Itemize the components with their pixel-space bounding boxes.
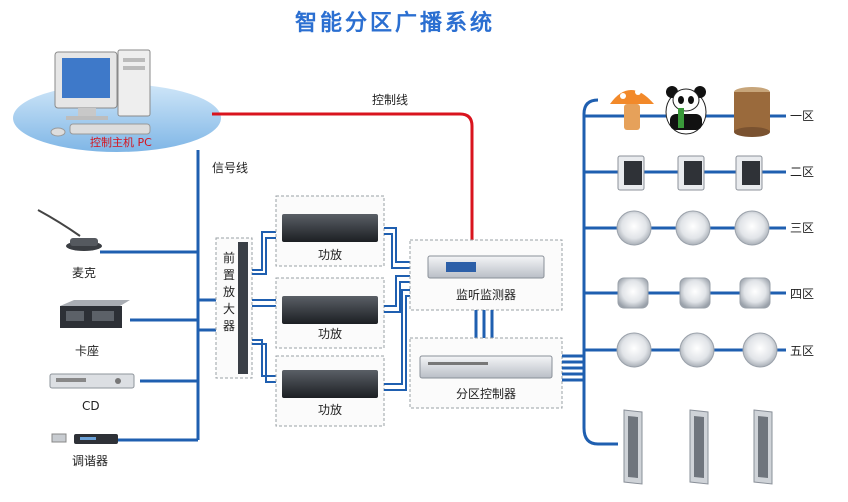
tuner-icon bbox=[51, 433, 118, 444]
zone-bus bbox=[562, 98, 786, 446]
zone-controller-label: 分区控制器 bbox=[456, 387, 516, 401]
amplifier-icon bbox=[282, 296, 378, 324]
preamp-device bbox=[238, 242, 248, 374]
amplifier-icon bbox=[282, 370, 378, 398]
column-speaker-icon bbox=[689, 409, 709, 485]
pc-label: 控制主机 PC bbox=[90, 135, 152, 149]
amp-monitor-links bbox=[384, 227, 410, 391]
amplifier-group: 功放 功放 功放 bbox=[275, 195, 385, 427]
column-speaker-icon bbox=[753, 409, 773, 485]
preamp-label-char: 大 bbox=[223, 302, 235, 316]
wall-speaker-icon bbox=[677, 155, 705, 191]
column-speaker-icon bbox=[623, 409, 643, 485]
stump-speaker-icon bbox=[734, 87, 770, 137]
ceiling-speaker-icon bbox=[675, 210, 711, 246]
signal-line-label: 信号线 bbox=[212, 161, 248, 175]
amplifier-label: 功放 bbox=[318, 402, 342, 417]
source-label-deck: 卡座 bbox=[75, 343, 99, 358]
mushroom-speaker-icon bbox=[610, 89, 654, 130]
preamp-label-char: 器 bbox=[223, 319, 235, 333]
source-label-cd: CD bbox=[82, 399, 100, 413]
control-line bbox=[212, 112, 474, 242]
surface-speaker-icon bbox=[739, 277, 771, 309]
ceiling-speaker-icon bbox=[616, 332, 652, 368]
zone-label-1: 一区 bbox=[790, 109, 814, 123]
surface-speaker-icon bbox=[617, 277, 649, 309]
source-label-tuner: 调谐器 bbox=[72, 454, 108, 468]
monitor-controller-links bbox=[474, 310, 494, 338]
cd-player-icon bbox=[49, 373, 135, 389]
amplifier-label: 功放 bbox=[318, 247, 342, 262]
wall-speaker-icon bbox=[617, 155, 645, 191]
ceiling-speaker-icon bbox=[616, 210, 652, 246]
cassette-deck-icon bbox=[60, 300, 130, 328]
preamp-label-char: 放 bbox=[223, 284, 235, 299]
signal-lines bbox=[100, 150, 216, 442]
panda-speaker-icon bbox=[665, 86, 707, 135]
source-label-mic: 麦克 bbox=[72, 266, 96, 280]
zone-label-2: 二区 bbox=[790, 165, 814, 179]
surface-speaker-icon bbox=[679, 277, 711, 309]
amplifier-icon bbox=[282, 214, 378, 242]
preamp-label-char: 前 bbox=[223, 250, 235, 265]
diagram-title: 智能分区广播系统 bbox=[295, 10, 495, 36]
monitor-label: 监听监测器 bbox=[456, 288, 516, 302]
microphone-icon bbox=[37, 209, 102, 251]
amplifier-label: 功放 bbox=[318, 326, 342, 341]
preamp-label-char: 置 bbox=[223, 268, 235, 282]
zone-label-5: 五区 bbox=[790, 344, 814, 358]
zone-label-3: 三区 bbox=[790, 221, 814, 235]
monitor-device-icon bbox=[427, 255, 545, 279]
zone-label-4: 四区 bbox=[790, 287, 814, 301]
computer-icon bbox=[50, 49, 151, 137]
ceiling-speaker-icon bbox=[679, 332, 715, 368]
preamp-amp-links bbox=[252, 231, 276, 383]
wall-speaker-icon bbox=[735, 155, 763, 191]
zone-controller-device-icon bbox=[419, 355, 553, 379]
ceiling-speaker-icon bbox=[734, 210, 770, 246]
control-line-label: 控制线 bbox=[372, 93, 408, 107]
ceiling-speaker-icon bbox=[742, 332, 778, 368]
